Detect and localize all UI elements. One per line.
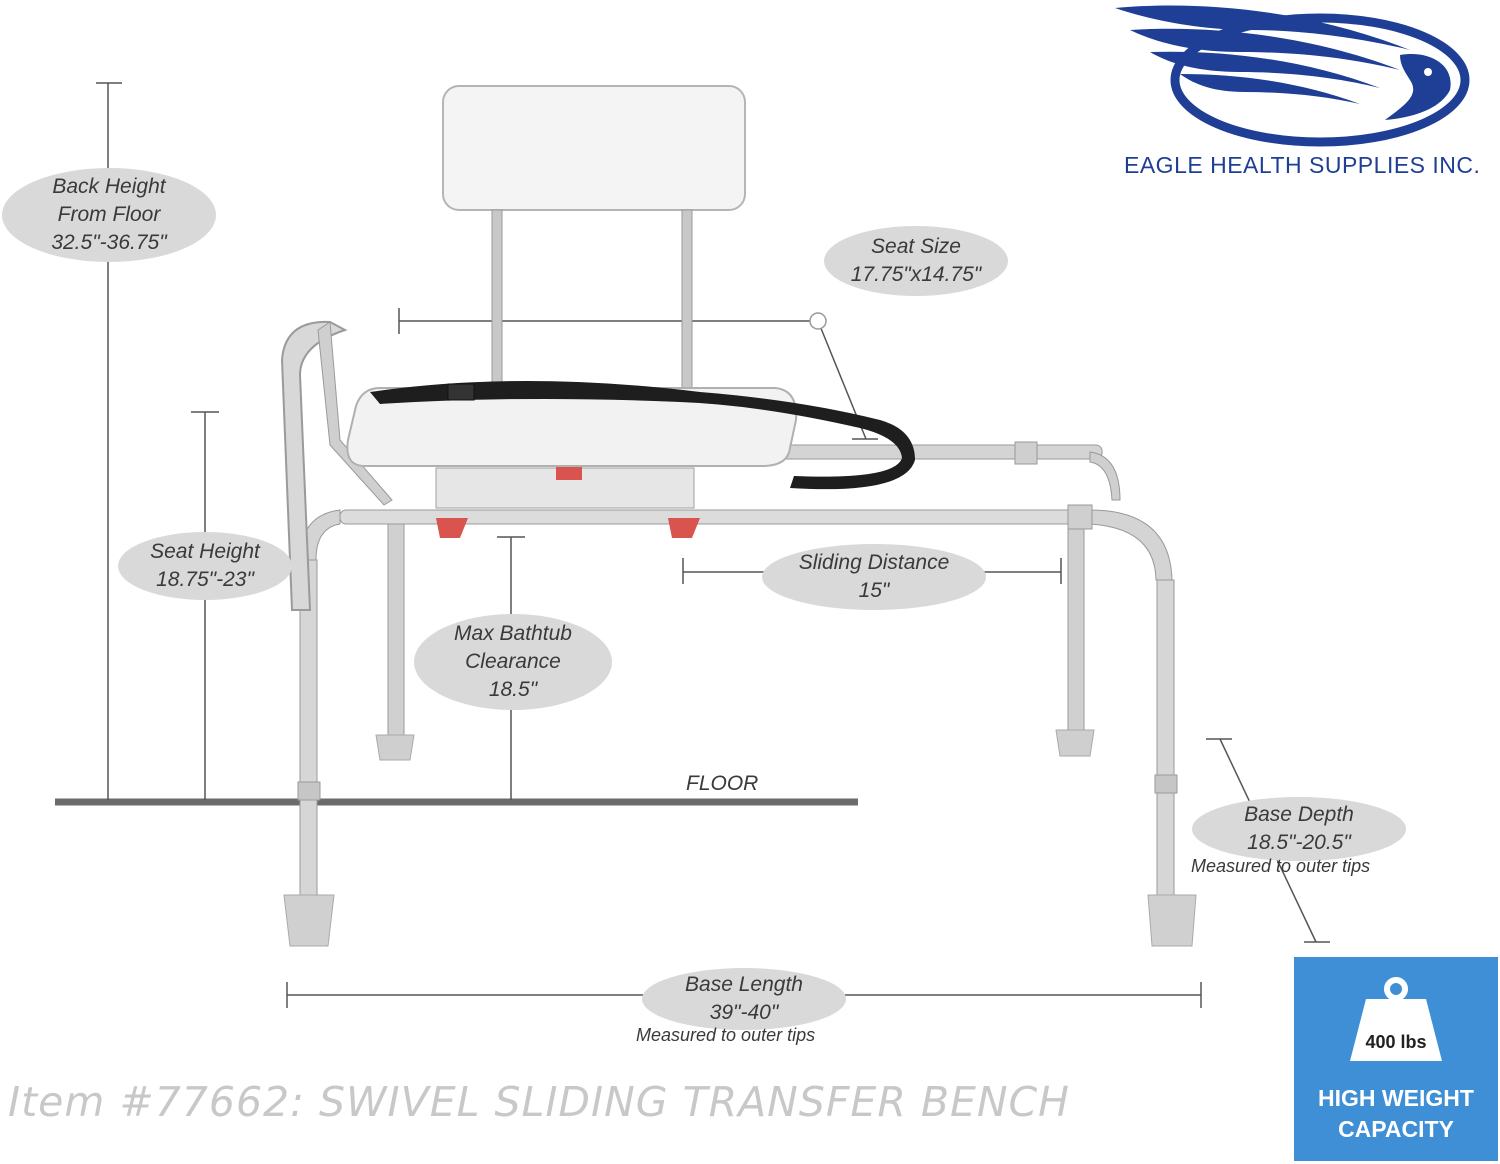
sliding-distance-label: Sliding Distance (798, 551, 950, 574)
seat-size-callout: Seat Size 17.75"x14.75" (824, 226, 1008, 296)
sliding-distance-value: 15" (858, 579, 890, 602)
back-height-label: Back Height (52, 175, 166, 198)
seat-size-value: 17.75"x14.75" (850, 263, 982, 286)
backrest (442, 85, 746, 211)
max-bathtub-sub-label: Clearance (465, 650, 561, 673)
seat-height-value: 18.75"-23" (156, 568, 254, 591)
eagle-logo-icon (1115, 5, 1470, 147)
seat-height-label: Seat Height (150, 540, 260, 563)
base-length-label: Base Length (685, 973, 803, 996)
max-bathtub-value: 18.5" (488, 678, 538, 701)
back-height-value: 32.5"-36.75" (51, 231, 167, 254)
base-depth-callout: Base Depth 18.5"-20.5" (1192, 797, 1406, 861)
weight-value: 400 lbs (1365, 1032, 1427, 1052)
max-bathtub-label: Max Bathtub (454, 622, 572, 645)
base-length-value: 39"-40" (709, 1001, 779, 1024)
max-bathtub-callout: Max Bathtub Clearance 18.5" (414, 614, 612, 710)
base-depth-label: Base Depth (1244, 803, 1354, 826)
seat-height-callout: Seat Height 18.75"-23" (118, 532, 292, 600)
seat-size-label: Seat Size (871, 235, 961, 258)
back-height-callout: Back Height From Floor 32.5"-36.75" (2, 168, 216, 262)
floor-label: FLOOR (686, 772, 759, 795)
badge-line-2: CAPACITY (1338, 1116, 1454, 1142)
weight-capacity-badge: 400 lbs HIGH WEIGHT CAPACITY (1294, 957, 1498, 1161)
weight-icon (1350, 977, 1442, 1061)
transfer-bench-illustration (280, 85, 1197, 947)
base-length-note: Measured to outer tips (636, 1025, 816, 1045)
sliding-distance-callout: Sliding Distance 15" (762, 544, 986, 610)
badge-line-1: HIGH WEIGHT (1318, 1085, 1474, 1111)
company-name: EAGLE HEALTH SUPPLIES INC. (1124, 152, 1481, 178)
base-length-callout: Base Length 39"-40" (642, 968, 846, 1030)
base-depth-note: Measured to outer tips (1191, 856, 1371, 876)
back-height-sub-label: From Floor (57, 203, 161, 226)
base-depth-value: 18.5"-20.5" (1247, 831, 1351, 854)
item-title: Item #77662: SWIVEL SLIDING TRANSFER BEN… (8, 1078, 1071, 1126)
